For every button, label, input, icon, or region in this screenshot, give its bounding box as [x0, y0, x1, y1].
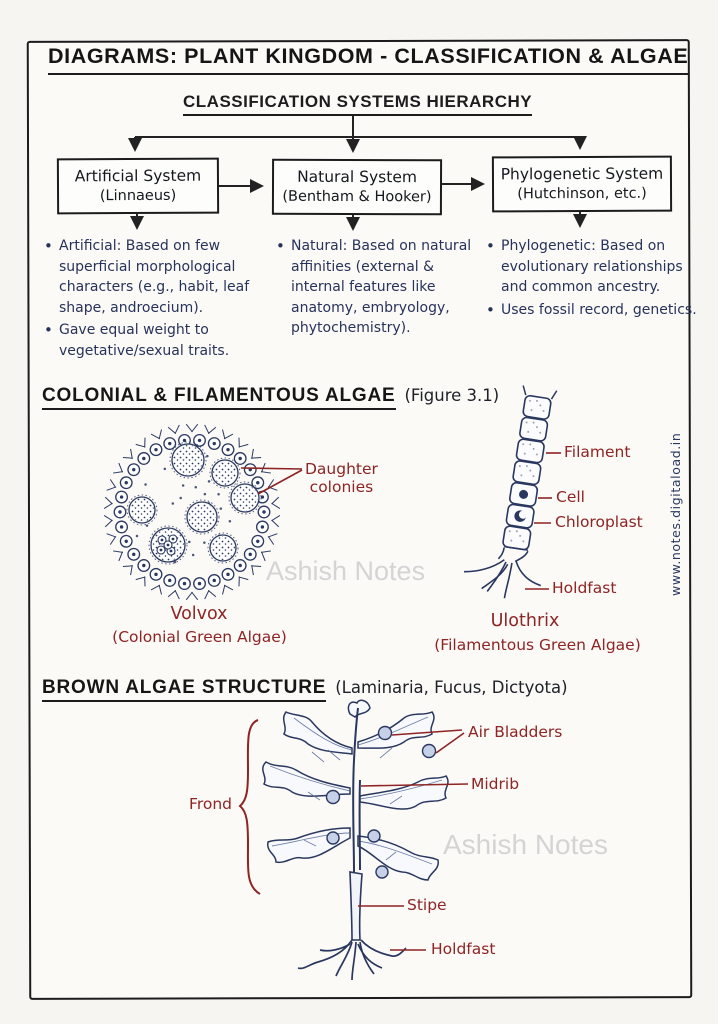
- note-item: Artificial: Based on few superficial mor…: [44, 236, 268, 318]
- site-url-watermark: www.notes.digitaload.in: [668, 432, 683, 596]
- ulothrix-leader-lines: [525, 452, 561, 590]
- frond-brace: [238, 719, 261, 895]
- stipe-shape: [349, 871, 363, 941]
- volvox-type: (Colonial Green Algae): [112, 628, 287, 646]
- brown-holdfast-label: Holdfast: [431, 940, 496, 958]
- note-item: Uses fossil record, genetics.: [486, 300, 698, 321]
- air-bladder-circles: [325, 725, 437, 879]
- holdfast-roots: [297, 939, 407, 981]
- ulothrix-name: Ulothrix: [490, 611, 560, 631]
- box-subtitle: (Hutchinson, etc.): [517, 185, 647, 202]
- box-artificial-system: Artificial System (Linnaeus): [56, 157, 220, 215]
- frond-veins: [269, 716, 443, 865]
- ulothrix-type: (Filamentous Green Algae): [434, 636, 641, 654]
- volvox-caption: Volvox: [119, 604, 279, 624]
- page-title: DIAGRAMS: PLANT KINGDOM - CLASSIFICATION…: [48, 44, 688, 75]
- stipe-label: Stipe: [407, 896, 447, 914]
- cell-label: Cell: [556, 488, 585, 506]
- ulothrix-holdfast-roots: [464, 547, 542, 599]
- note-item: Gave equal weight to vegetative/sexual t…: [44, 320, 268, 361]
- brown-algae-figure: [238, 699, 469, 981]
- watermark-ashish-notes: Ashish Notes: [443, 829, 608, 860]
- notes-artificial: Artificial: Based on few superficial mor…: [44, 236, 268, 363]
- notes-natural: Natural: Based on natural affinities (ex…: [276, 236, 474, 341]
- daughter-colonies-label: Daughter colonies: [305, 460, 378, 497]
- box-title: Artificial System: [74, 166, 202, 186]
- ulothrix-holdfast-label: Holdfast: [552, 579, 617, 597]
- filament-label: Filament: [564, 443, 631, 461]
- colonial-algae-heading-text: COLONIAL & FILAMENTOUS ALGAE: [42, 385, 396, 410]
- frond-label: Frond: [189, 795, 232, 813]
- ulothrix-type-caption: (Filamentous Green Algae): [415, 636, 660, 654]
- midrib-axis: [352, 707, 361, 873]
- daughter-colonies-line1: Daughter: [305, 460, 378, 478]
- volvox-name: Volvox: [170, 604, 228, 624]
- notes-phylogenetic: Phylogenetic: Based on evolutionary rela…: [486, 236, 698, 322]
- brown-algae-leader-lines: [358, 729, 469, 951]
- box-subtitle: (Linnaeus): [99, 187, 177, 204]
- note-item: Natural: Based on natural affinities (ex…: [276, 236, 474, 339]
- brown-algae-examples: (Laminaria, Fucus, Dictyota): [335, 678, 568, 697]
- volvox-figure: [103, 423, 303, 601]
- colonial-algae-heading: COLONIAL & FILAMENTOUS ALGAE (Figure 3.1): [42, 385, 500, 410]
- midrib-label: Midrib: [471, 775, 520, 793]
- box-phylogenetic-system: Phylogenetic System (Hutchinson, etc.): [491, 155, 673, 213]
- box-title: Phylogenetic System: [500, 164, 664, 184]
- box-title: Natural System: [297, 168, 418, 187]
- daughter-colonies-line2: colonies: [309, 477, 374, 496]
- chloroplast-label: Chloroplast: [555, 513, 643, 531]
- daughter-colonies-leader-lines: [240, 467, 303, 495]
- hierarchy-heading: CLASSIFICATION SYSTEMS HIERARCHY: [183, 92, 533, 116]
- note-item: Phylogenetic: Based on evolutionary rela…: [486, 236, 698, 298]
- box-natural-system: Natural System (Bentham & Hooker): [271, 158, 443, 216]
- figure-reference: (Figure 3.1): [404, 386, 500, 405]
- brown-algae-heading-text: BROWN ALGAE STRUCTURE: [42, 677, 327, 702]
- ulothrix-caption: Ulothrix: [450, 611, 600, 631]
- volvox-type-caption: (Colonial Green Algae): [92, 628, 307, 646]
- ulothrix-figure: [464, 385, 561, 599]
- brown-algae-heading: BROWN ALGAE STRUCTURE (Laminaria, Fucus, …: [42, 677, 568, 702]
- flowchart-connectors: [128, 116, 587, 231]
- watermark-ashish-notes: Ashish Notes: [266, 556, 426, 586]
- air-bladders-label: Air Bladders: [468, 723, 563, 741]
- box-subtitle: (Bentham & Hooker): [282, 188, 432, 205]
